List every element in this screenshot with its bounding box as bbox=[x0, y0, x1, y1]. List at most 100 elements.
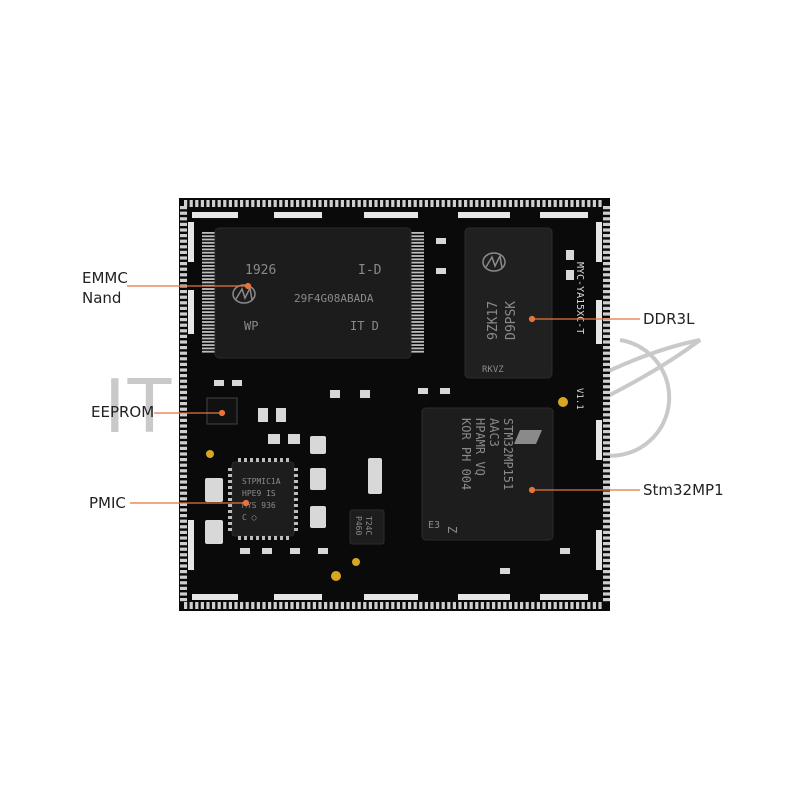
edge-pad bbox=[603, 211, 610, 215]
nand-pin bbox=[411, 274, 424, 277]
small-ic-text-2: P460 bbox=[354, 516, 363, 535]
nand-pin bbox=[411, 235, 424, 238]
edge-pad bbox=[180, 340, 187, 344]
edge-pad bbox=[180, 396, 187, 400]
edge-pad bbox=[603, 267, 610, 271]
pmic-pin bbox=[228, 522, 232, 525]
edge-pad bbox=[469, 200, 473, 207]
edge-pad bbox=[180, 262, 187, 266]
nand-pin bbox=[411, 314, 424, 317]
watermark-logo bbox=[589, 338, 702, 458]
edge-pad bbox=[228, 200, 232, 207]
edge-pad bbox=[592, 200, 596, 207]
edge-pad bbox=[180, 514, 187, 518]
edge-pad bbox=[180, 295, 187, 299]
edge-pad bbox=[312, 200, 316, 207]
nand-pin bbox=[202, 334, 215, 337]
nand-pin bbox=[411, 331, 424, 333]
nand-pin bbox=[202, 331, 215, 333]
edge-pad bbox=[581, 200, 585, 207]
edge-pad bbox=[424, 200, 428, 207]
nand-text-1r: I-D bbox=[358, 263, 382, 278]
board-version-silkscreen: V1.1 bbox=[574, 388, 584, 410]
nand-pin bbox=[202, 301, 215, 304]
edge-pad bbox=[251, 200, 255, 207]
pmic-text-3: MYS 936 bbox=[242, 501, 276, 510]
nand-pin bbox=[202, 251, 215, 254]
edge-pad bbox=[603, 239, 610, 243]
edge-pad bbox=[180, 480, 187, 484]
nand-pin bbox=[411, 268, 424, 271]
edge-pad bbox=[603, 435, 610, 439]
edge-pad bbox=[603, 346, 610, 350]
edge-pad bbox=[363, 602, 367, 609]
edge-pad bbox=[195, 602, 199, 609]
nand-pin bbox=[411, 337, 424, 340]
edge-pad bbox=[180, 278, 187, 282]
edge-pad bbox=[391, 200, 395, 207]
nand-pin bbox=[202, 327, 215, 330]
edge-pad bbox=[223, 602, 227, 609]
edge-pad bbox=[346, 602, 350, 609]
edge-pad bbox=[180, 469, 187, 473]
edge-pad bbox=[180, 374, 187, 378]
edge-pad bbox=[180, 222, 187, 226]
edge-pad bbox=[525, 602, 529, 609]
edge-pad bbox=[603, 407, 610, 411]
edge-pad bbox=[576, 602, 580, 609]
nand-pin bbox=[411, 258, 424, 261]
pmic-pins bbox=[228, 458, 298, 540]
edge-pad bbox=[180, 547, 187, 551]
edge-pad bbox=[180, 368, 187, 372]
edge-pad bbox=[603, 262, 610, 266]
edge-pad bbox=[180, 586, 187, 590]
edge-pad bbox=[603, 530, 610, 534]
pmic-pin bbox=[238, 536, 241, 540]
edge-pad bbox=[603, 586, 610, 590]
edge-pad bbox=[520, 200, 524, 207]
nand-pin bbox=[411, 294, 424, 297]
edge-pad bbox=[180, 407, 187, 411]
edge-pad bbox=[217, 602, 221, 609]
edge-pad bbox=[603, 418, 610, 422]
nand-pin bbox=[202, 271, 215, 274]
edge-pad bbox=[587, 602, 591, 609]
nand-pin bbox=[202, 235, 215, 238]
edge-pad bbox=[180, 357, 187, 361]
edge-pad bbox=[180, 329, 187, 333]
edge-pad bbox=[603, 413, 610, 417]
edge-pad bbox=[180, 334, 187, 338]
pmic-pin bbox=[250, 536, 253, 540]
edge-pad bbox=[368, 200, 372, 207]
edge-pad bbox=[335, 200, 339, 207]
nand-pin bbox=[411, 248, 424, 251]
edge-pad bbox=[603, 234, 610, 238]
nand-pin bbox=[202, 248, 215, 251]
edge-pad bbox=[180, 402, 187, 406]
watermark-text: IT bbox=[104, 361, 173, 449]
edge-pad bbox=[603, 502, 610, 506]
edge-pad bbox=[180, 362, 187, 366]
nand-pin bbox=[411, 255, 424, 257]
pmic-pin bbox=[274, 536, 277, 540]
passive-components bbox=[205, 238, 574, 574]
edge-pad bbox=[212, 200, 216, 207]
edge-pad bbox=[396, 602, 400, 609]
edge-pad bbox=[603, 458, 610, 462]
edge-pad bbox=[492, 602, 496, 609]
edge-pad bbox=[217, 200, 221, 207]
edge-pad bbox=[335, 602, 339, 609]
edge-pad bbox=[374, 200, 378, 207]
nand-pin bbox=[202, 255, 215, 257]
edge-pad bbox=[180, 256, 187, 260]
edge-pad bbox=[380, 602, 384, 609]
edge-pad bbox=[603, 519, 610, 523]
edge-pad bbox=[245, 200, 249, 207]
pmic-pin bbox=[244, 458, 247, 462]
nand-pin bbox=[411, 311, 424, 313]
label-emmc: EMMC Nand bbox=[82, 268, 128, 308]
edge-pad bbox=[458, 602, 462, 609]
nand-pin bbox=[202, 268, 215, 271]
nand-pin bbox=[411, 334, 424, 337]
